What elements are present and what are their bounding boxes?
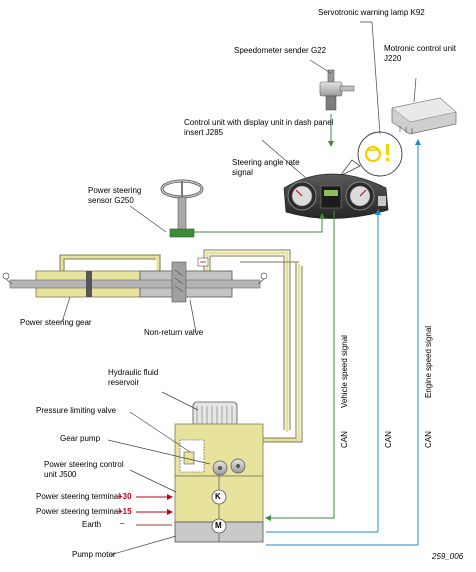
label-control-unit-display: Control unit with display unit in dash p… [184, 118, 334, 137]
label-terminal-30: Power steering terminal [36, 492, 121, 501]
label-terminal-15: Power steering terminal [36, 507, 121, 516]
figure-id: 259_006 [432, 552, 464, 561]
label-can-2: CAN [384, 431, 393, 448]
label-servotronic-lamp: Servotronic warning lamp K92 [318, 8, 425, 17]
label-vehicle-speed-signal: Vehicle speed signal [340, 335, 349, 408]
steering-wheel [160, 179, 204, 234]
leader-lines [61, 21, 417, 556]
label-pressure-limiting-valve: Pressure limiting valve [36, 406, 117, 415]
can-lines-blue [266, 139, 421, 546]
terminal-30-value: +30 [118, 492, 132, 501]
label-gear-pump: Gear pump [60, 434, 101, 443]
power-steering-sensor [169, 228, 195, 238]
dash-panel-insert [283, 173, 389, 219]
label-steering-angle-signal: Steering angle rate signal [232, 158, 300, 177]
power-steering-gear [2, 257, 268, 303]
signal-lines-green [194, 114, 335, 521]
earth-value: – [120, 519, 125, 528]
pump-unit [174, 401, 264, 543]
label-hydraulic-reservoir: Hydraulic fluid reservoir [108, 368, 159, 387]
label-can-1: CAN [340, 431, 349, 448]
label-pump-motor: Pump motor [72, 550, 116, 559]
terminal-arrows [136, 494, 173, 526]
motor-k-symbol: K [215, 492, 221, 501]
label-power-steering-sensor: Power steering sensor G250 [88, 186, 142, 205]
label-engine-speed-signal: Engine speed signal [424, 325, 433, 398]
label-motronic-unit: Motronic control unit J220 [384, 44, 457, 63]
label-can-3: CAN [424, 431, 433, 448]
label-power-steering-control-unit: Power steering control unit J500 [44, 460, 124, 479]
motor-m-symbol: M [215, 521, 222, 530]
speedometer-sender [319, 69, 355, 111]
label-earth: Earth [82, 520, 102, 529]
label-power-steering-gear: Power steering gear [20, 318, 92, 327]
motronic-unit [391, 97, 457, 135]
terminal-15-value: +15 [118, 507, 132, 516]
label-speedometer-sender: Speedometer sender G22 [234, 46, 327, 55]
label-non-return-valve: Non-return valve [144, 328, 204, 337]
warning-lamp-bubble [339, 131, 403, 177]
